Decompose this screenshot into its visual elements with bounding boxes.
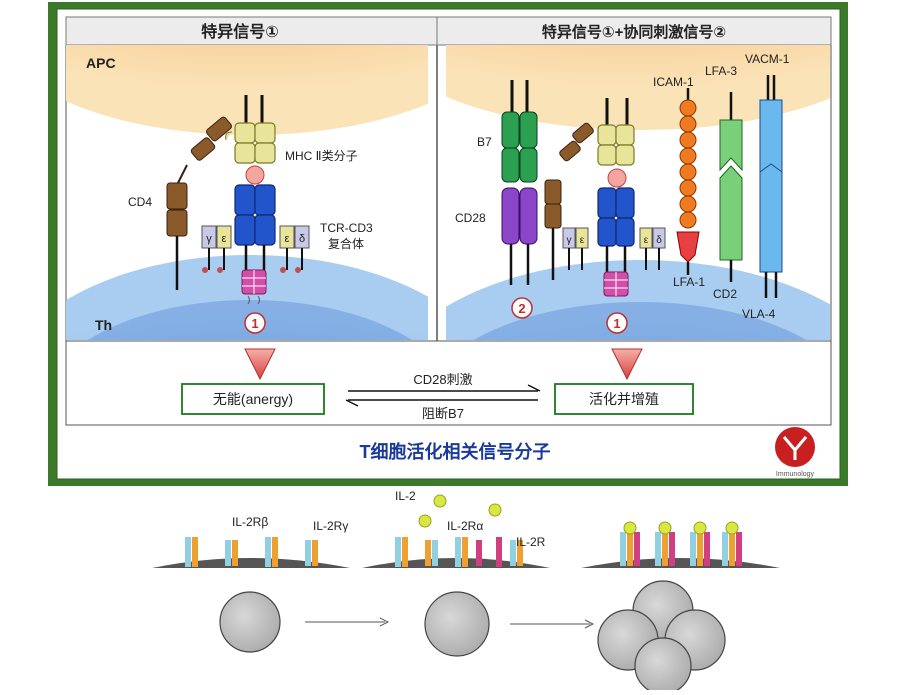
svg-text:δ: δ [656,235,662,246]
cd2-label: CD2 [713,287,737,301]
lfa1-molecule [676,231,700,263]
svg-text:ε: ε [644,235,649,246]
proliferated-cells [597,580,726,695]
tcr-molecule [234,184,276,246]
apc-cell-right [446,45,830,130]
membrane-3 [581,558,780,568]
cd28-stimulation-label: CD28刺激 [413,372,472,387]
down-arrow-left [244,348,276,381]
th-cell-right [446,260,830,340]
figure-caption: T细胞活化相关信号分子 [360,441,551,462]
cd4-label: CD4 [128,195,152,209]
lfa3-label: LFA-3 [705,64,737,78]
cd28-label: CD28 [455,211,486,225]
lfa3-cd2-molecule [719,119,743,261]
il2-label: IL-2 [395,489,416,503]
zeta-chain [241,269,267,305]
down-arrow-right [611,348,643,381]
cd3-gamma-epsilon: γ ε [201,225,232,273]
equilibrium-arrows [345,384,541,407]
signal-marker-1-right [606,312,628,334]
il2-molecules [418,494,502,528]
left-panel: 特异信号① APC Th MHC Ⅱ类分子 TCR-CD3 [65,16,438,340]
svg-text:γ: γ [567,235,572,246]
mhc-molecule [234,122,276,164]
cd3-epsilon-left: ε [222,233,227,245]
il2r-label: IL-2R [516,535,546,549]
th-label: Th [95,317,112,333]
b7-molecule [501,111,538,183]
cd4-molecule-right [544,122,594,229]
right-panel-title: 特异信号①+协同刺激信号② [542,23,726,41]
block-b7-label: 阻断B7 [422,406,464,421]
lfa1-label: LFA-1 [673,275,705,289]
il2rb-label: IL-2Rβ [232,515,268,529]
immunology-logo: Immunology [775,427,815,478]
svg-text:2: 2 [518,301,525,316]
proliferation-box [554,383,694,415]
cd3-epsilon-right: ε [285,233,290,245]
vacm-label: VACM-1 [745,52,790,66]
icam1-label: ICAM-1 [653,75,694,89]
il2ra-label: IL-2Rα [447,519,483,533]
right-panel: 特异信号①+协同刺激信号② B7 CD28 2 [436,16,832,340]
anergy-box [181,383,325,415]
receptors-2 [395,537,523,567]
apc-label: APC [86,55,116,71]
icam1-molecule [679,99,697,229]
il2rg-label: IL-2Rγ [313,519,348,533]
svg-text:ε: ε [580,235,585,246]
cd3-delta: δ [299,233,305,245]
cd28-molecule [501,187,538,245]
vacm-vla4-molecule [759,99,783,273]
tcr-label-line1: TCR-CD3 [320,221,373,235]
logo-text: Immunology [776,471,815,478]
tcr-molecule-right [597,187,635,247]
receptors-3 [620,532,742,566]
anergy-text: 无能(anergy) [213,391,293,407]
mhc-molecule-right [597,124,635,166]
proliferation-text: 活化并增殖 [589,391,659,407]
membrane-1 [152,558,350,568]
receptors-1 [185,537,318,567]
vla4-label: VLA-4 [742,307,776,321]
cd3-epsilon-delta: ε δ [279,225,310,273]
cd3-gamma: γ [206,233,212,245]
svg-text:1: 1 [613,316,620,331]
peptide [245,165,265,185]
b7-label: B7 [477,135,492,149]
bottom-figure: IL-2Rβ IL-2Rγ IL-2 IL-2Rα IL-2R [152,489,780,695]
signal-marker-2 [511,297,533,319]
cell-2 [424,591,490,657]
svg-text:1: 1 [251,316,258,331]
left-panel-title: 特异信号① [201,22,279,41]
tcr-label-line2: 复合体 [328,236,364,251]
cell-1 [219,591,281,653]
th-cell [66,255,428,340]
apc-cell [66,45,428,135]
mhc-label: MHC Ⅱ类分子 [285,149,358,163]
signal-marker-1-left [244,312,266,334]
cd4-molecule [166,116,232,237]
